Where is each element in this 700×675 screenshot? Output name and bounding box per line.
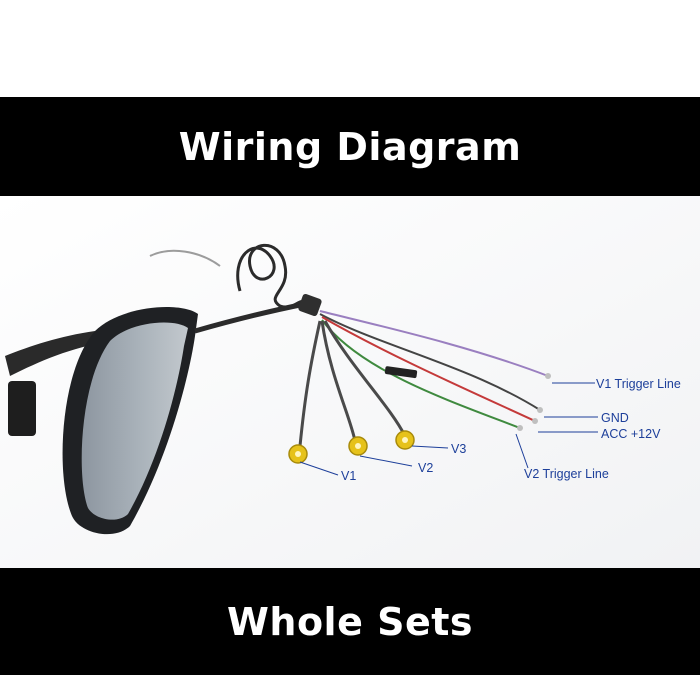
rca-plug-v1 xyxy=(288,444,308,464)
black-wire xyxy=(319,313,541,411)
top-title-banner: Wiring Diagram xyxy=(0,97,700,196)
label-v3: V3 xyxy=(451,442,466,456)
rca-plug-v2 xyxy=(348,436,368,456)
rear-view-mirror xyxy=(62,307,198,535)
inline-fuse xyxy=(384,366,418,379)
tangled-cable xyxy=(236,243,307,309)
bottom-title-banner: Whole Sets xyxy=(0,568,700,675)
label-v2-trigger-line: V2 Trigger Line xyxy=(524,467,609,481)
rca-cable-v3 xyxy=(323,320,407,437)
rca-cable-v2 xyxy=(320,320,357,442)
red-wire xyxy=(321,316,536,422)
leader-v3 xyxy=(411,445,449,449)
leader-v2 xyxy=(359,455,413,467)
rca-cable-v1 xyxy=(298,320,322,447)
leader-v2-trigger xyxy=(515,433,529,469)
mount-arm xyxy=(5,331,110,376)
purple-wire xyxy=(319,310,549,377)
label-v1-trigger-line: V1 Trigger Line xyxy=(596,377,681,391)
rca-plug-v3 xyxy=(395,430,415,450)
label-acc-12v: ACC +12V xyxy=(601,427,661,441)
label-v2: V2 xyxy=(418,461,433,475)
leader-v1 xyxy=(299,461,339,476)
wiring-photo: V1 Trigger Line GND ACC +12V V2 Trigger … xyxy=(0,196,700,568)
footer-title: Whole Sets xyxy=(226,599,474,644)
mount-bracket xyxy=(8,381,36,436)
label-gnd: GND xyxy=(601,411,629,425)
page-title: Wiring Diagram xyxy=(178,124,522,169)
label-v1: V1 xyxy=(341,469,356,483)
main-connector xyxy=(298,293,322,317)
green-wire xyxy=(321,319,521,429)
